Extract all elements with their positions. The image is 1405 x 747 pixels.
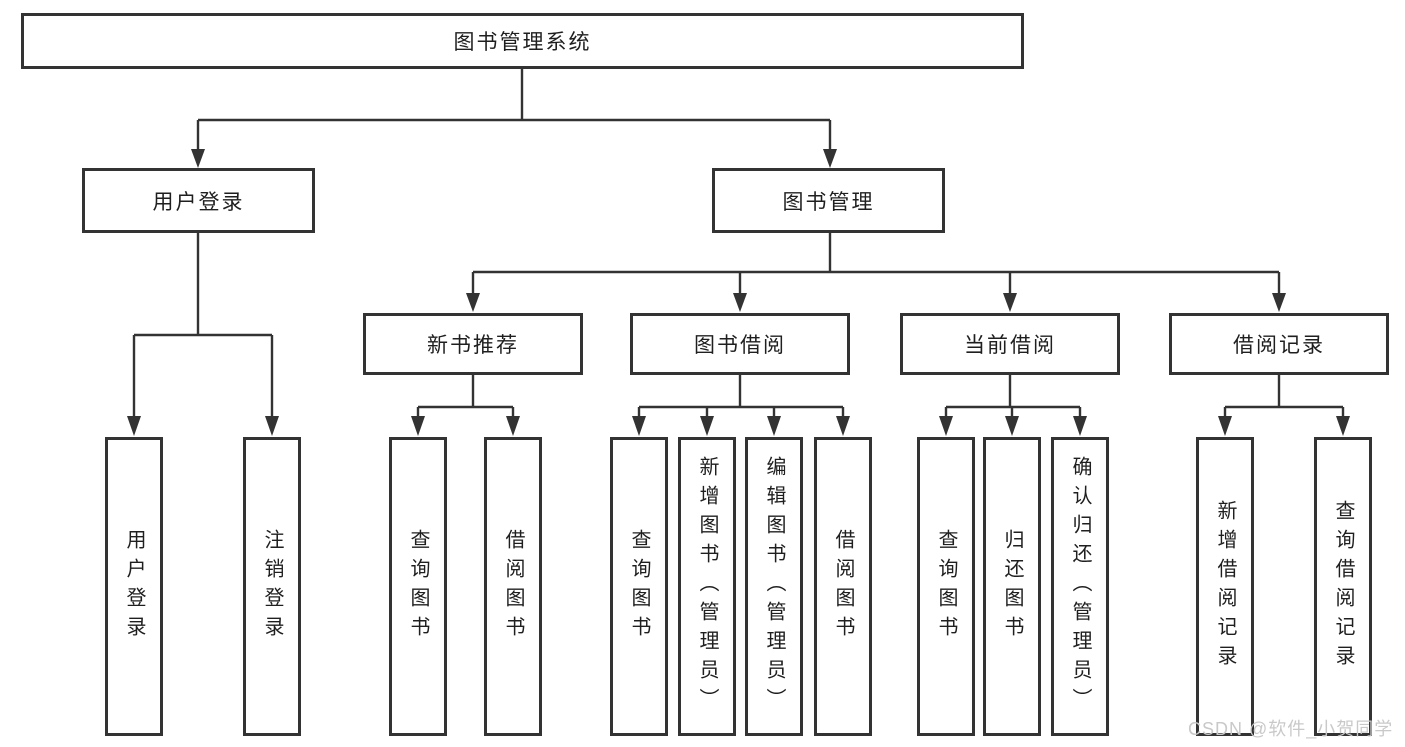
leaf-confirm-return-admin: 确认归还（管理员） [1051, 437, 1109, 736]
leaf-label: 查询图书 [935, 528, 957, 645]
node-user-login-label: 用户登录 [152, 190, 245, 214]
leaf-user-login: 用户登录 [105, 437, 163, 736]
node-borrowing-records-label: 借阅记录 [1233, 334, 1325, 357]
leaf-borrow-books-recommend: 借阅图书 [484, 437, 542, 736]
leaf-query-books-borrow: 查询图书 [610, 437, 668, 736]
node-book-management-label: 图书管理 [782, 190, 875, 214]
leaf-add-books-admin: 新增图书（管理员） [678, 437, 736, 736]
leaf-label: 借阅图书 [502, 528, 524, 645]
leaf-label: 用户登录 [123, 528, 145, 645]
leaf-query-borrow-record: 查询借阅记录 [1314, 437, 1372, 736]
leaf-query-books-recommend: 查询图书 [389, 437, 447, 736]
arrowheads [127, 149, 1350, 436]
leaf-borrow-books: 借阅图书 [814, 437, 872, 736]
leaf-label: 编辑图书（管理员） [763, 456, 785, 717]
leaf-label: 注销登录 [261, 528, 283, 645]
leaf-label: 查询图书 [407, 528, 429, 645]
node-root-label: 图书管理系统 [453, 31, 592, 54]
leaf-label: 归还图书 [1001, 528, 1023, 645]
leaf-label: 新增图书（管理员） [696, 456, 718, 717]
leaf-return-books: 归还图书 [983, 437, 1041, 736]
leaf-label: 借阅图书 [832, 528, 854, 645]
leaf-label: 查询图书 [628, 528, 650, 645]
leaf-label: 确认归还（管理员） [1069, 456, 1091, 717]
node-root: 图书管理系统 [21, 13, 1024, 69]
node-new-book-recommendation-label: 新书推荐 [427, 334, 519, 357]
leaf-label: 查询借阅记录 [1332, 499, 1354, 674]
node-user-login: 用户登录 [82, 168, 315, 233]
node-new-book-recommendation: 新书推荐 [363, 313, 583, 375]
node-borrowing-records: 借阅记录 [1169, 313, 1389, 375]
leaf-query-books-current: 查询图书 [917, 437, 975, 736]
leaf-label: 新增借阅记录 [1214, 499, 1236, 674]
node-book-management: 图书管理 [712, 168, 945, 233]
watermark: CSDN @软件_小贺同学 [1188, 719, 1394, 739]
node-book-borrowing-label: 图书借阅 [694, 334, 786, 357]
leaf-add-borrow-record: 新增借阅记录 [1196, 437, 1254, 736]
leaf-edit-books-admin: 编辑图书（管理员） [745, 437, 803, 736]
node-book-borrowing: 图书借阅 [630, 313, 850, 375]
node-current-borrowing: 当前借阅 [900, 313, 1120, 375]
node-current-borrowing-label: 当前借阅 [964, 334, 1056, 357]
leaf-logout: 注销登录 [243, 437, 301, 736]
